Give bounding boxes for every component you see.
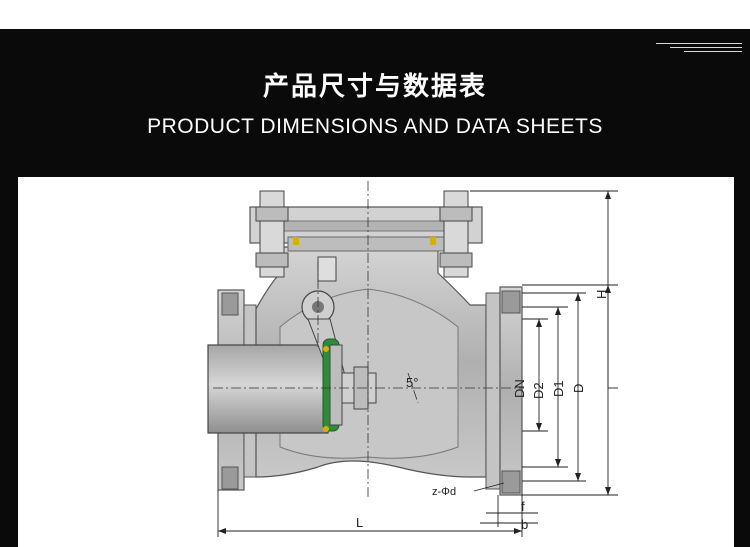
inlet-bore (207, 344, 329, 434)
centerlines (213, 181, 524, 497)
label-dn: DN (512, 379, 527, 398)
label-b: b (521, 517, 528, 532)
right-flange (485, 286, 523, 496)
dimension-lines (217, 190, 618, 537)
label-l: L (356, 515, 363, 530)
swing-check-valve-drawing: 5° (207, 181, 618, 537)
dimension-arrows (218, 191, 611, 534)
label-d1: D1 (551, 380, 566, 397)
top-strip (0, 0, 750, 29)
bolt-hole-leader (473, 482, 505, 492)
valve-drawing-panel: 5° (18, 177, 734, 547)
label-f: f (521, 499, 525, 514)
label-d2: D2 (531, 382, 546, 399)
label-bolt-holes: z-Φd (432, 486, 456, 498)
page-title-chinese: 产品尺寸与数据表 (262, 72, 487, 102)
label-angle: 5° (406, 375, 418, 390)
bonnet-bolts (255, 190, 473, 278)
label-h: H (594, 290, 609, 299)
label-d: D (571, 384, 586, 393)
page-title-english: PRODUCT DIMENSIONS AND DATA SHEETS (147, 115, 603, 138)
decorative-lines (656, 41, 742, 55)
